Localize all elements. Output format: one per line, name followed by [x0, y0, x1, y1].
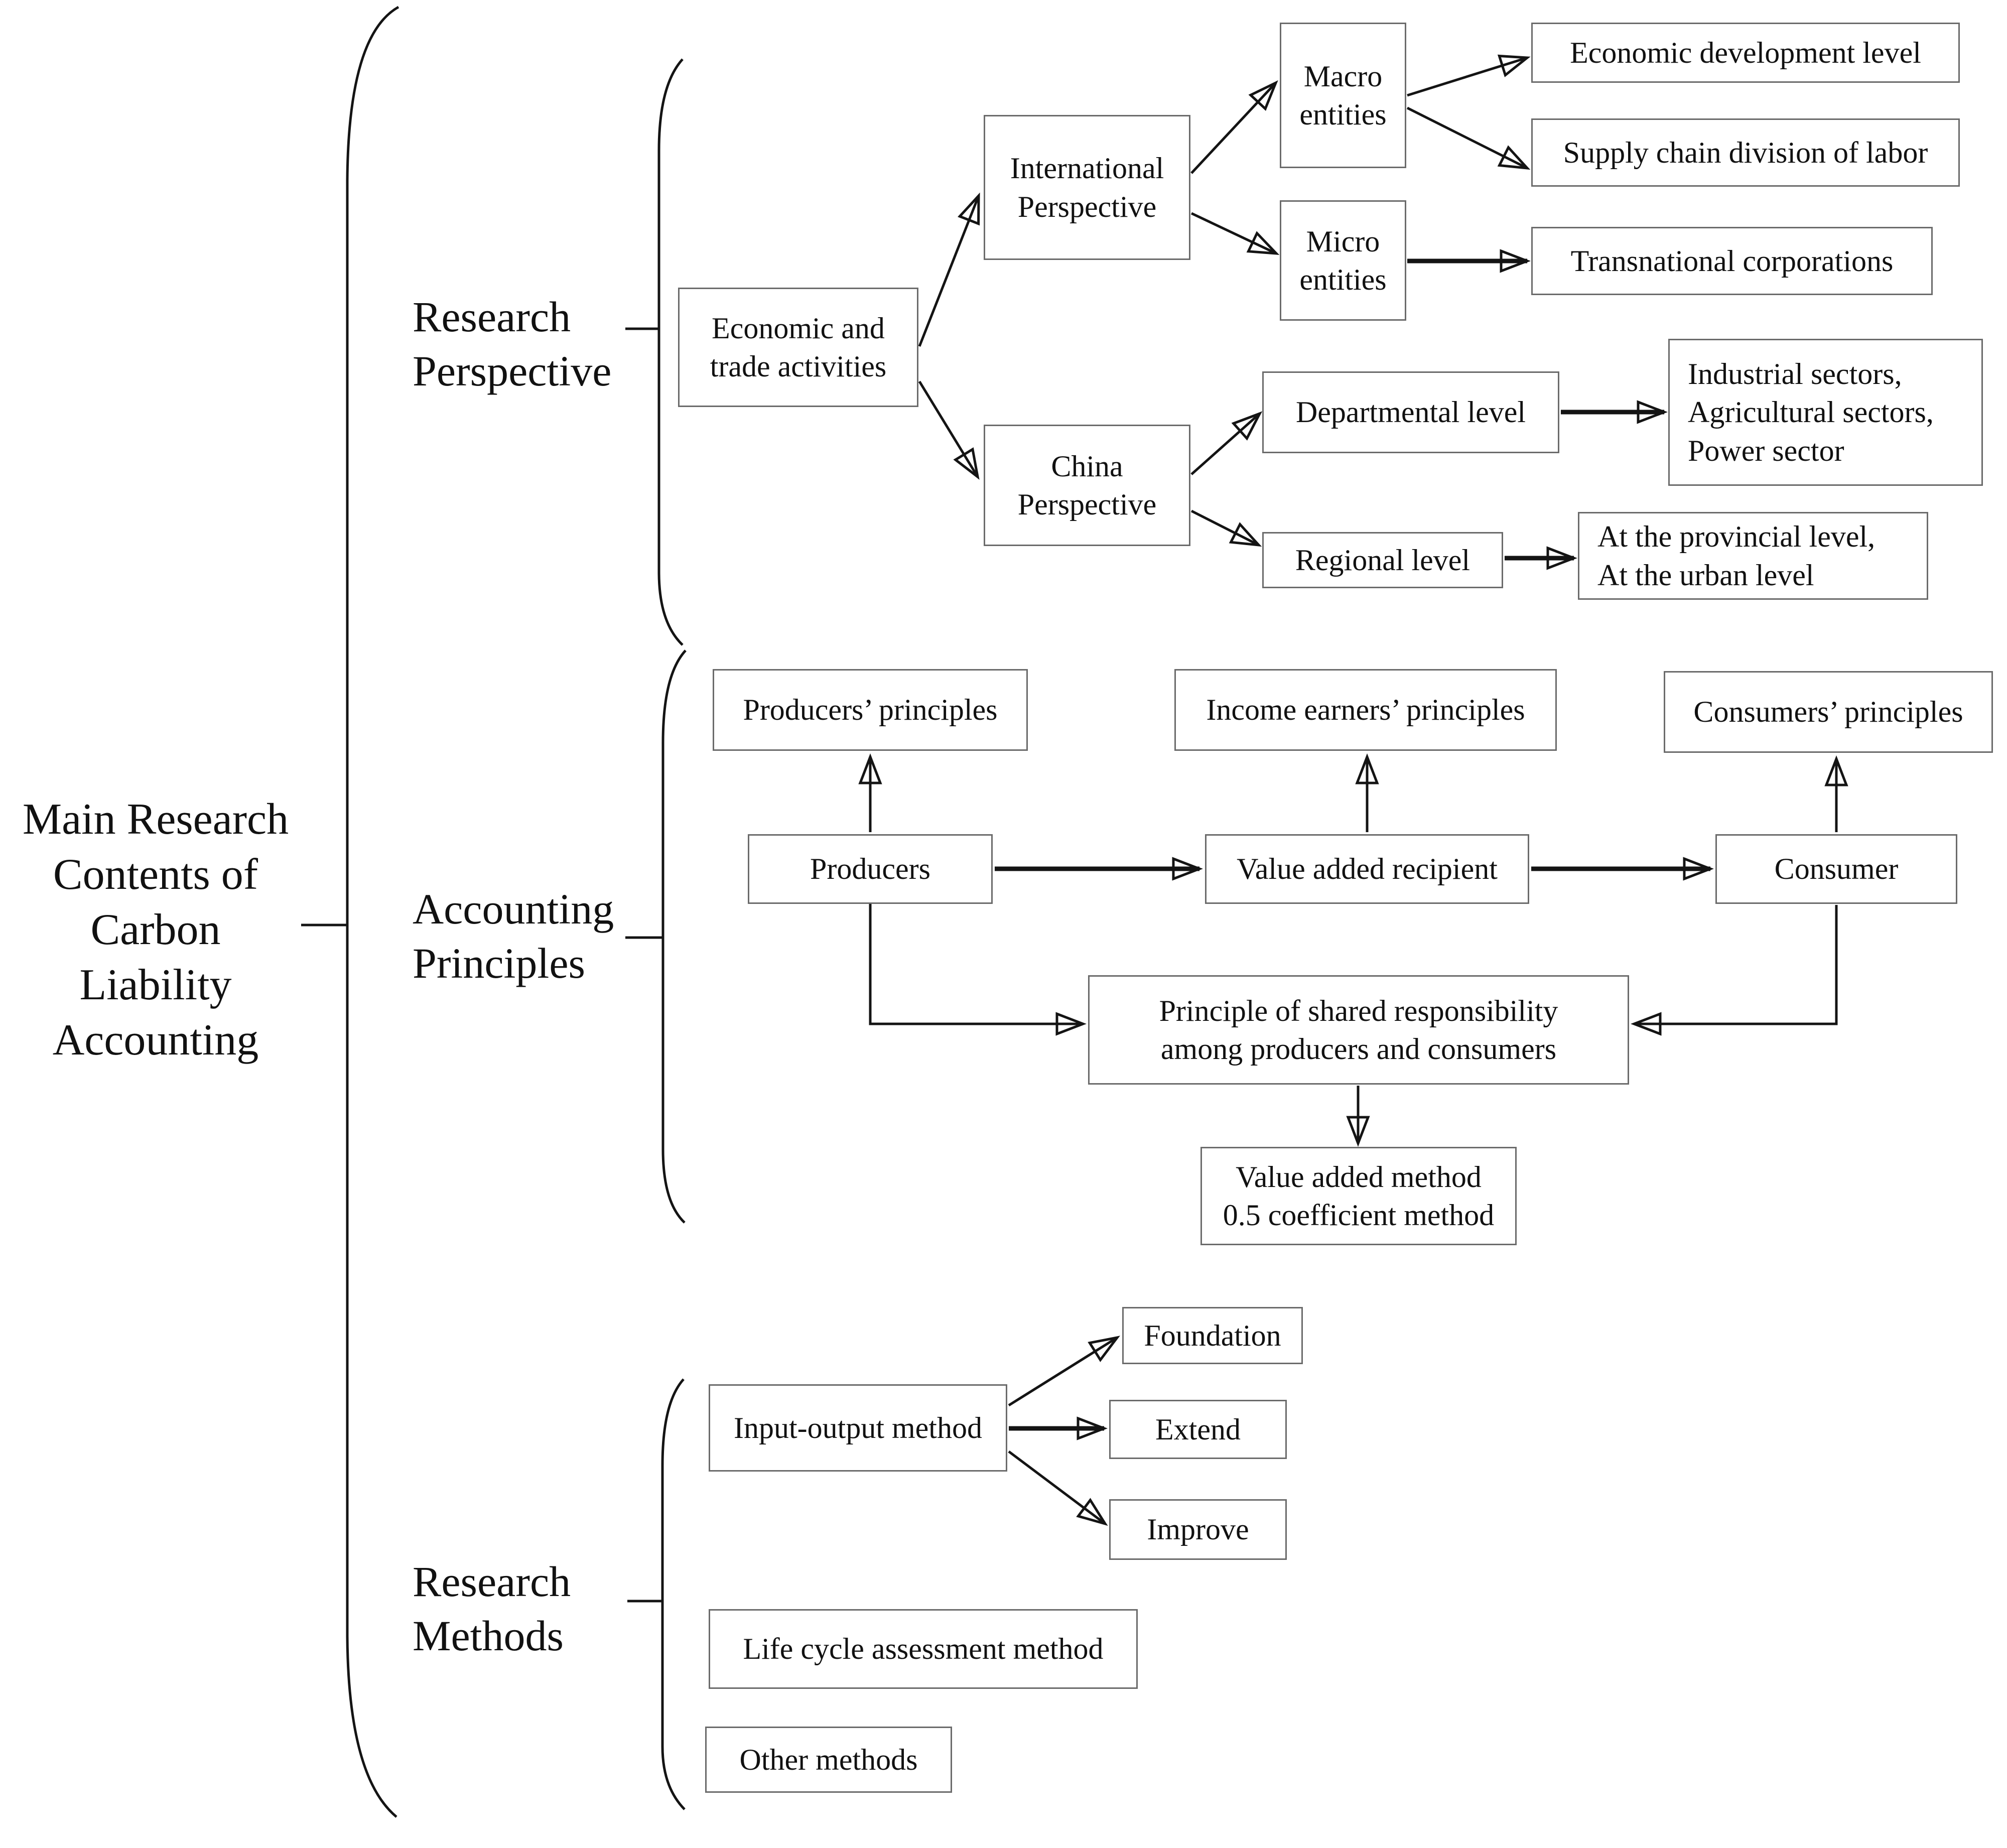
node-industrial-agricultural-power-sectors: Industrial sectors, Agricultural sectors… — [1668, 339, 1983, 486]
principles-brace — [661, 649, 687, 1224]
node-supply-chain-division-of-labor: Supply chain division of labor — [1531, 118, 1960, 187]
arrow-china-to-departmental — [1190, 411, 1263, 475]
section-label-accounting-principles: Accounting Principles — [413, 885, 614, 987]
section-label-research-perspective: Research Perspective — [413, 293, 612, 395]
node-value-added-coefficient-method: Value added method 0.5 coefficient metho… — [1200, 1147, 1517, 1245]
node-value-added-recipient: Value added recipient — [1205, 834, 1529, 904]
node-consumers-principles: Consumers’ principles — [1664, 671, 1993, 753]
arrow-economic-trade-to-china — [918, 380, 980, 480]
methods-brace — [661, 1378, 686, 1810]
arrow-macro-to-supply-chain — [1406, 106, 1531, 170]
node-extend: Extend — [1109, 1400, 1287, 1459]
node-departmental-level: Departmental level — [1262, 371, 1559, 453]
node-micro-entities: Micro entities — [1280, 200, 1406, 321]
node-transnational-corporations: Transnational corporations — [1531, 227, 1933, 295]
arrow-international-to-micro — [1190, 212, 1280, 255]
perspective-brace — [657, 58, 684, 646]
node-regional-level: Regional level — [1262, 532, 1503, 588]
node-producers: Producers — [748, 834, 993, 904]
node-international-perspective: International Perspective — [984, 115, 1190, 260]
arrow-io-to-improve — [1008, 1450, 1108, 1526]
node-input-output-method: Input-output method — [709, 1384, 1007, 1472]
arrow-international-to-macro — [1190, 80, 1278, 174]
node-china-perspective: China Perspective — [984, 425, 1190, 546]
main-brace — [346, 6, 399, 1818]
arrow-io-to-foundation — [1008, 1336, 1120, 1407]
arrow-consumer-to-shared — [1631, 905, 1838, 1036]
arrow-macro-to-econ-dev — [1407, 54, 1531, 97]
node-producers-principles: Producers’ principles — [713, 669, 1028, 751]
node-foundation: Foundation — [1122, 1307, 1303, 1364]
node-life-cycle-assessment-method: Life cycle assessment method — [709, 1609, 1138, 1689]
node-economic-and-trade-activities: Economic and trade activities — [678, 288, 918, 407]
section-label-research-methods: Research Methods — [413, 1557, 571, 1660]
node-improve: Improve — [1109, 1499, 1287, 1560]
node-other-methods: Other methods — [705, 1727, 952, 1793]
node-economic-development-level: Economic development level — [1531, 23, 1960, 83]
arrow-china-to-regional — [1190, 509, 1262, 547]
node-provincial-urban-level: At the provincial level, At the urban le… — [1578, 512, 1928, 600]
arrow-economic-trade-to-international — [918, 192, 980, 347]
node-income-earners-principles: Income earners’ principles — [1174, 669, 1557, 751]
node-consumer: Consumer — [1715, 834, 1957, 904]
arrow-producers-to-shared — [869, 904, 1087, 1036]
diagram-title: Main Research Contents of Carbon Liabili… — [22, 795, 289, 1065]
node-shared-responsibility-principle: Principle of shared responsibility among… — [1088, 975, 1629, 1085]
node-macro-entities: Macro entities — [1280, 23, 1406, 168]
